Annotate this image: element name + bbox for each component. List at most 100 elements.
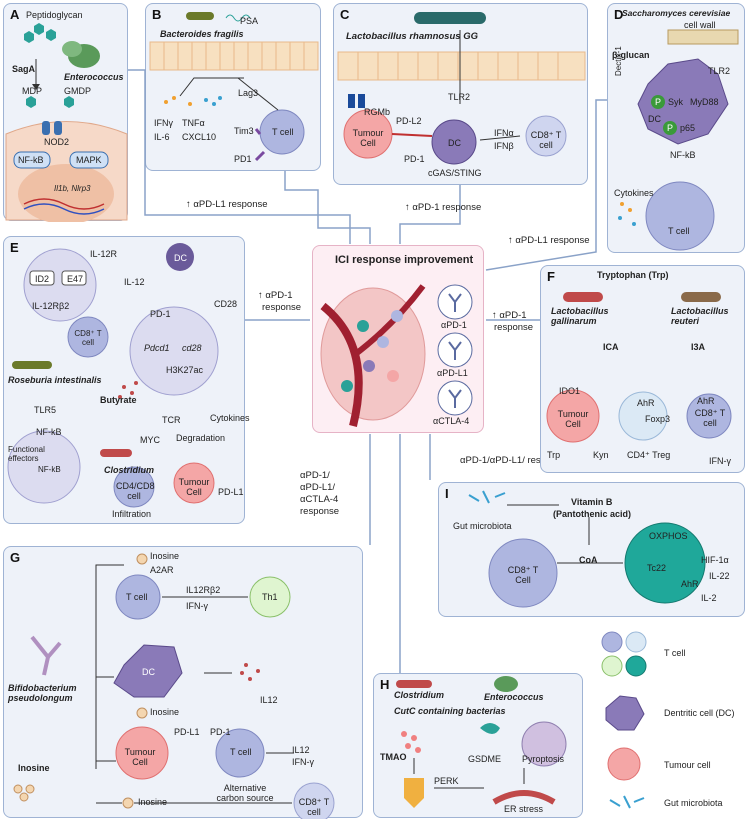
enterococcus-h-label: Enterococcus [484, 692, 544, 702]
tumour-microenvironment-graphic [320, 284, 473, 427]
nfkb-e-label: NF-kB [36, 427, 62, 437]
gsdme-label: GSDME [468, 754, 502, 764]
pd1-b-label: PD1 [234, 154, 252, 164]
response-5a: ↑ αPD-1 [492, 310, 527, 321]
panel-a-graphics [5, 23, 128, 222]
t-cell-d-icon [645, 181, 715, 251]
dc-g-label: DC [142, 667, 155, 677]
dc-c-label: DC [448, 138, 461, 148]
oxphos-label: OXPHOS [649, 531, 688, 541]
il12rb2-g-label: IL12Rβ2 [186, 585, 221, 595]
p-p65-label: P [667, 123, 674, 133]
lag3-label: Lag3 [238, 88, 259, 98]
tim3-label: Tim3 [234, 126, 254, 136]
cd8-e-label: CD8⁺ T cell [74, 329, 102, 348]
alternative-carbon-label: Alternative carbon source [216, 783, 274, 804]
panel-a: A Peptidoglycan SagA Enterococcus MDP GM… [3, 3, 128, 222]
psa-label: PSA [240, 16, 259, 26]
pd1-g-label: PD-1 [210, 727, 231, 737]
response-7c: αCTLA-4 [300, 494, 339, 505]
tumour-g-label: Tumour Cell [124, 747, 156, 768]
il22-label: IL-22 [709, 571, 730, 581]
panel-f-graphics [546, 292, 732, 443]
trp-f-label: Trp [547, 450, 561, 460]
infiltration-label: Infiltration [112, 509, 152, 519]
legend-dc: Dentritic cell (DC) [664, 708, 735, 718]
p65-label: p65 [680, 123, 696, 133]
mdp-label: MDP [22, 86, 42, 96]
e47-label: E47 [67, 274, 84, 284]
th1-icon [249, 576, 291, 618]
gmdp-label: GMDP [64, 86, 91, 96]
cgas-label: cGAS/STING [428, 168, 482, 178]
ica-label: ICA [603, 342, 619, 352]
clostridium-icon [100, 449, 132, 457]
cell-wall-icon [667, 29, 739, 45]
p-syk-label: P [655, 97, 662, 107]
mapk-label: MAPK [76, 155, 102, 165]
bifidobacterium-label: Bifidobacterium pseudolongum [8, 683, 77, 704]
lgallinarum-label: Lactobacillus gallinarum [551, 306, 609, 327]
ahr-f-label: AhR [637, 398, 655, 408]
tumour-f-icon [546, 389, 600, 443]
tc22-label: Tc22 [647, 563, 667, 573]
legend-graphics [601, 631, 647, 809]
cd28-label: CD28 [214, 299, 238, 309]
panel-i-graphics [468, 490, 706, 608]
t-cell-d-label: T cell [668, 226, 690, 236]
panel-label-f: F [547, 269, 555, 284]
lactobacillus-icon [414, 12, 486, 24]
dectin-label: Dectin-1 [614, 46, 623, 76]
response-2: ↑ αPD-1 response [405, 202, 482, 213]
tumour-e-label: Tumour Cell [178, 477, 210, 498]
ahr-i-label: AhR [681, 579, 699, 589]
response-7a: αPD-1/ [300, 470, 330, 481]
legend: T cell Dentritic cell (DC) Tumour cell G… [600, 630, 745, 820]
panel-d-graphics [618, 29, 739, 251]
vitb-label: Vitamin B [571, 497, 613, 507]
cutc-label: CutC containing bacterias [394, 706, 506, 716]
butyrate-label: Butyrate [100, 395, 137, 405]
pd1-c-label: PD-1 [404, 154, 425, 164]
response-7d: response [300, 506, 340, 517]
nfkb-label: NF-kB [18, 155, 44, 165]
panel-e-graphics [7, 243, 219, 508]
response-5b: response [494, 322, 534, 333]
t-cell-g2-icon [215, 728, 265, 778]
panel-label-g: G [10, 550, 21, 565]
ifna-label: IFNα [494, 128, 514, 138]
ifng-g2-label: IFN-γ [292, 757, 314, 767]
t-cell-g2-label: T cell [230, 747, 252, 757]
bacteroides-label: Bacteroides fragilis [160, 29, 244, 39]
response-6: αPD-1/αPD-L1/ response ↑ [460, 455, 574, 466]
tlr5-label: TLR5 [34, 405, 57, 415]
il12r-label: IL-12R [90, 249, 118, 259]
tc22-icon [624, 522, 706, 604]
saga-label: SagA [12, 64, 36, 74]
response-1: ↑ αPD-L1 response [186, 199, 268, 210]
apd1-label: αPD-1 [441, 320, 467, 330]
cd8-e-icon [67, 316, 109, 358]
cell-wall-label: cell wall [684, 20, 716, 30]
panel-e: E IL-12R ID2 E47 IL-12Rβ2 IL-12 DC PD-1 … [3, 236, 250, 524]
dc-g-icon [113, 644, 183, 698]
il12-g2-label: IL12 [292, 745, 310, 755]
perk-label: PERK [434, 776, 459, 786]
gut-microbiota-i-icon [468, 490, 506, 504]
er-stress-icon [492, 790, 556, 805]
pdcd1-label: Pdcd1 [144, 343, 170, 353]
panel-label-b: B [152, 7, 162, 22]
cytokines-d-label: Cytokines [614, 188, 654, 198]
cd8-g-label: CD8⁺ T cell [298, 797, 330, 818]
er-stress-label: ER stress [504, 804, 544, 814]
panel-g: G Inosine A2AR T cell IL12Rβ2 IFN-γ Th1 … [3, 546, 363, 819]
panel-label-a: A [10, 7, 20, 22]
cd8-c-label: CD8⁺ T cell [530, 130, 562, 151]
mdp-icon [26, 96, 36, 108]
beta-glucan-label: β-glucan [612, 50, 650, 60]
ifnb-label: IFNβ [494, 141, 514, 151]
actla4-label: αCTLA-4 [433, 416, 470, 426]
coa-label: CoA [579, 555, 598, 565]
il12rb2-label: IL-12Rβ2 [32, 301, 70, 311]
il2-label: IL-2 [701, 593, 717, 603]
